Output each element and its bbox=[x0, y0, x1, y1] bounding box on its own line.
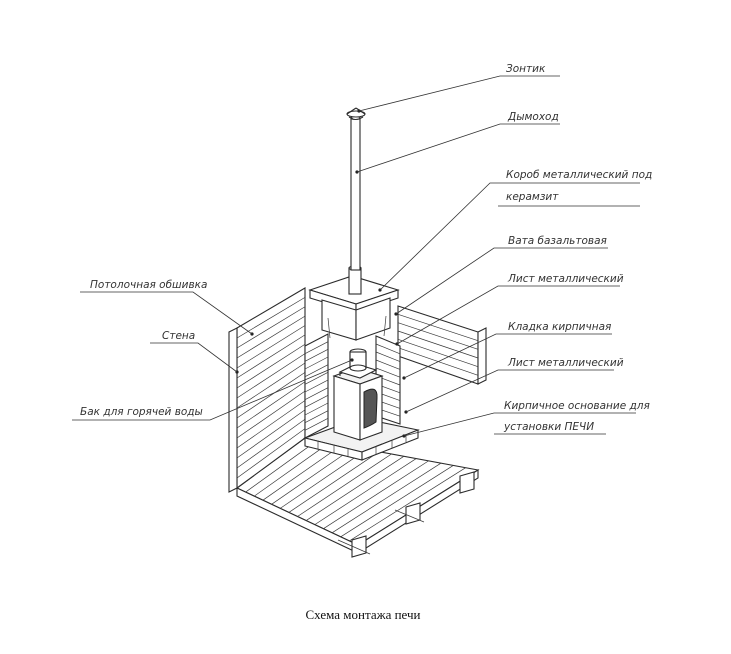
brick-course-line bbox=[304, 372, 329, 385]
floor-board-line bbox=[288, 451, 380, 513]
brick-course-line bbox=[375, 367, 401, 378]
diagram-caption: Схема монтажа печи bbox=[306, 607, 421, 622]
wall-board-line bbox=[236, 353, 306, 399]
brick-course-line bbox=[304, 410, 329, 423]
callout-hot-water-tank: Бак для горячей воды bbox=[72, 358, 354, 421]
callout-chimney: Дымоход bbox=[355, 111, 560, 174]
floor-board-line bbox=[280, 449, 367, 509]
wall-board-line bbox=[236, 400, 306, 449]
wall-board-line bbox=[236, 418, 306, 469]
floor-platform bbox=[235, 437, 480, 558]
wall-board-line bbox=[397, 322, 479, 350]
wall-board-line bbox=[236, 343, 306, 389]
wall-board-line bbox=[236, 325, 306, 369]
brick-course-line bbox=[304, 387, 329, 400]
callout-brickwork: Кладка кирпичная bbox=[402, 321, 612, 380]
floor-board-line bbox=[245, 440, 318, 493]
label-metal-sheet-top: Лист металлический bbox=[507, 273, 624, 285]
brick-course-line bbox=[304, 395, 329, 408]
brick-course-line bbox=[375, 343, 401, 355]
brick-course-line bbox=[304, 402, 329, 416]
label-ceiling-lining: Потолочная обшивка bbox=[90, 279, 207, 291]
floor-board-line bbox=[314, 458, 417, 525]
floor-board-line bbox=[331, 462, 442, 534]
label-metal-sheet-bottom: Лист металлический bbox=[507, 357, 624, 369]
callout-wall: Стена bbox=[150, 330, 239, 374]
callout-umbrella: Зонтик bbox=[357, 63, 560, 113]
floor-board-line bbox=[262, 444, 343, 501]
floor-board-line bbox=[349, 467, 466, 542]
label-umbrella: Зонтик bbox=[506, 63, 546, 75]
floor-board-line bbox=[323, 460, 429, 530]
label-hot-water-tank: Бак для горячей воды bbox=[80, 406, 203, 418]
floor-board-line bbox=[305, 455, 405, 521]
label-brickwork: Кладка кирпичная bbox=[508, 321, 611, 333]
stove bbox=[332, 348, 384, 441]
wall-board-line bbox=[236, 372, 306, 419]
left-wall bbox=[228, 287, 306, 493]
brick-course-line bbox=[304, 349, 329, 362]
callout-basalt-wool: Вата базальтовая bbox=[394, 235, 608, 316]
brick-course-line bbox=[304, 356, 329, 370]
wall-board-line bbox=[236, 315, 306, 359]
label-chimney: Дымоход bbox=[507, 111, 559, 123]
wall-board-line bbox=[397, 314, 479, 341]
wall-board-line bbox=[236, 390, 306, 439]
wall-board-line bbox=[236, 381, 306, 429]
brick-course-line bbox=[304, 379, 329, 393]
callout-metal-sheet-bottom: Лист металлический bbox=[404, 357, 624, 414]
metal-box bbox=[308, 275, 400, 341]
floor-board-line bbox=[254, 442, 330, 497]
brick-course-line bbox=[304, 341, 329, 354]
label-brick-base-line2: установки ПЕЧИ bbox=[503, 421, 594, 433]
chimney bbox=[346, 107, 366, 295]
label-box-line1: Короб металлический под bbox=[506, 169, 652, 181]
wall-board-line bbox=[236, 306, 306, 349]
floor-board-line bbox=[297, 453, 392, 517]
callout-ceiling-lining: Потолочная обшивка bbox=[80, 279, 254, 336]
wall-board-line bbox=[397, 339, 479, 367]
brick-course-line bbox=[375, 359, 401, 370]
label-basalt-wool: Вата базальтовая bbox=[508, 235, 607, 247]
wall-board-line bbox=[236, 409, 306, 459]
callout-metal-box: Короб металлический под керамзит bbox=[378, 169, 652, 292]
label-brick-base-line1: Кирпичное основание для bbox=[504, 400, 650, 412]
wall-board-line bbox=[236, 334, 306, 379]
brick-course-line bbox=[304, 364, 329, 377]
callout-metal-sheet-top: Лист металлический bbox=[395, 273, 624, 346]
wall-board-line bbox=[236, 428, 306, 479]
callout-brick-base: Кирпичное основание для установки ПЕЧИ bbox=[402, 400, 650, 438]
floor-board-line bbox=[340, 465, 454, 538]
wall-board-line bbox=[236, 362, 306, 409]
brick-course-line bbox=[375, 351, 401, 362]
label-wall: Стена bbox=[162, 330, 195, 342]
brick-course-line bbox=[304, 418, 329, 431]
floor-board-line bbox=[271, 446, 355, 505]
label-box-line2: керамзит bbox=[506, 191, 559, 203]
